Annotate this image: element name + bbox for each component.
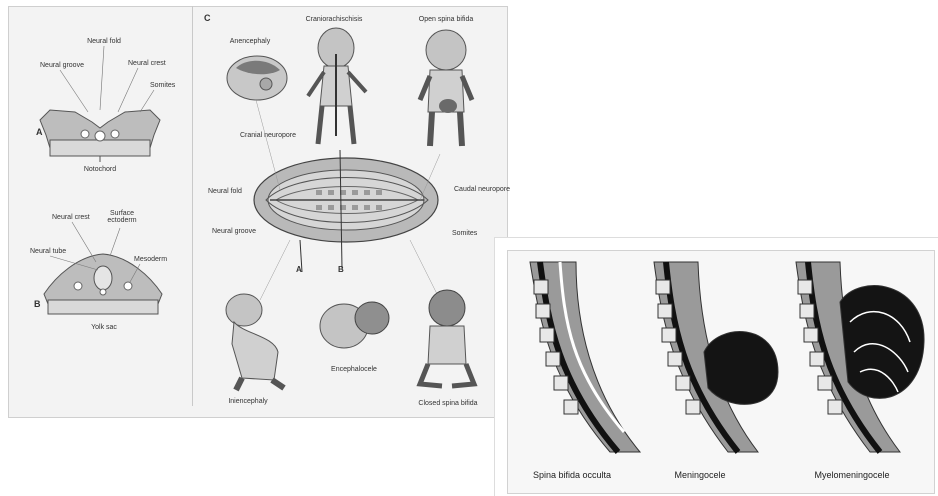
marker-a: A: [296, 266, 302, 274]
caption-encephalocele: Encephalocele: [331, 366, 377, 373]
label-embryo-neural-groove: Neural groove: [212, 228, 256, 235]
label-cranial-neuropore: Cranial neuropore: [240, 132, 296, 139]
meningocele-illustration: [648, 262, 788, 452]
label-embryo-somites: Somites: [452, 230, 477, 237]
myelomeningocele-illustration: [790, 262, 930, 452]
encephalocele-infant-illustration: [316, 292, 392, 356]
caption-myelomeningocele: Myelomeningocele: [814, 470, 889, 480]
caption-iniencephaly: Iniencephaly: [228, 398, 267, 405]
caption-spina-bifida-occulta: Spina bifida occulta: [533, 470, 611, 480]
iniencephaly-infant-illustration: [214, 288, 298, 394]
caption-closed-spina-bifida: Closed spina bifida: [418, 400, 477, 407]
label-caudal-neuropore: Caudal neuropore: [454, 186, 510, 193]
closed-spina-bifida-infant-illustration: [414, 286, 480, 394]
label-embryo-neural-fold: Neural fold: [208, 188, 242, 195]
marker-b: B: [338, 266, 344, 274]
spina-bifida-occulta-illustration: [520, 262, 640, 452]
caption-meningocele: Meningocele: [674, 470, 725, 480]
